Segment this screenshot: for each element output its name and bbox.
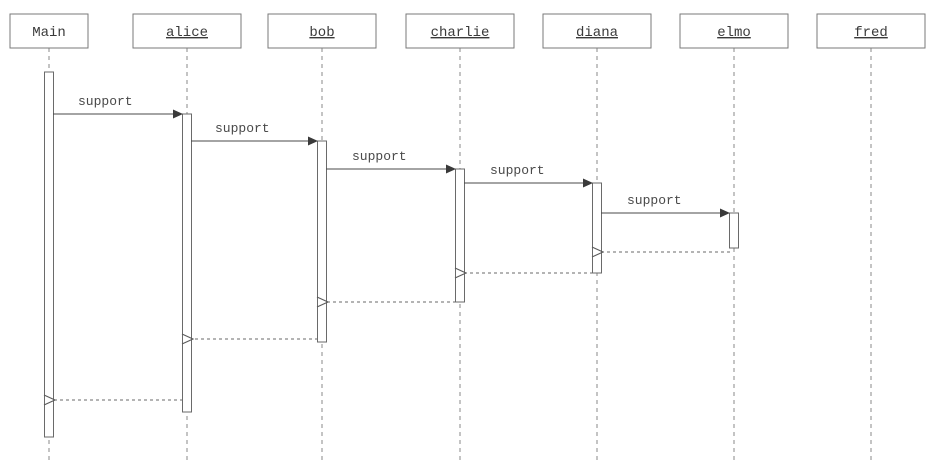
message-label-m4: support <box>490 163 545 178</box>
message-m4-charlie-to-diana[interactable] <box>464 178 593 188</box>
participant-box-alice[interactable] <box>132 13 242 49</box>
message-r5-alice-to-main[interactable] <box>43 394 183 406</box>
participant-charlie[interactable]: charlie <box>405 13 515 49</box>
participant-main[interactable]: Main <box>9 13 89 49</box>
participant-box-main[interactable] <box>9 13 89 49</box>
message-m5-diana-to-elmo[interactable] <box>601 208 730 218</box>
arrowhead-open-r1 <box>591 246 605 258</box>
participant-bob[interactable]: bob <box>267 13 377 49</box>
message-r4-bob-to-alice[interactable] <box>181 333 318 345</box>
participant-label-alice: alice <box>166 25 208 41</box>
message-r3-charlie-to-bob[interactable] <box>316 296 456 308</box>
participant-diana[interactable]: diana <box>542 13 652 49</box>
participant-label-main: Main <box>32 25 66 41</box>
arrowhead-solid-m3 <box>446 164 456 174</box>
arrowhead-solid-m1 <box>173 109 183 119</box>
activation-bar-elmo[interactable] <box>729 212 739 249</box>
arrowhead-solid-m4 <box>583 178 593 188</box>
participant-box-diana[interactable] <box>542 13 652 49</box>
participant-fred[interactable]: fred <box>816 13 926 49</box>
participant-label-elmo: elmo <box>717 25 751 41</box>
participant-box-fred[interactable] <box>816 13 926 49</box>
arrowhead-open-r5 <box>43 394 57 406</box>
participant-label-diana: diana <box>576 25 618 41</box>
activation-bar-diana[interactable] <box>592 182 602 274</box>
participant-elmo[interactable]: elmo <box>679 13 789 49</box>
activation-bars-layer <box>44 71 739 438</box>
activation-bar-charlie[interactable] <box>455 168 465 303</box>
participant-box-elmo[interactable] <box>679 13 789 49</box>
participant-box-bob[interactable] <box>267 13 377 49</box>
message-label-m1: support <box>78 94 133 109</box>
message-label-m2: support <box>215 121 270 136</box>
message-m1-main-to-alice[interactable] <box>53 109 183 119</box>
activation-bar-main[interactable] <box>44 71 54 438</box>
activation-bar-alice[interactable] <box>182 113 192 413</box>
message-m2-alice-to-bob[interactable] <box>191 136 318 146</box>
message-r1-elmo-to-diana[interactable] <box>591 246 730 258</box>
message-label-m5: support <box>627 193 682 208</box>
participant-label-charlie: charlie <box>431 25 490 41</box>
message-r2-diana-to-charlie[interactable] <box>454 267 593 279</box>
participant-alice[interactable]: alice <box>132 13 242 49</box>
participant-box-charlie[interactable] <box>405 13 515 49</box>
participant-label-bob: bob <box>309 25 334 41</box>
activation-bar-bob[interactable] <box>317 140 327 343</box>
message-m3-bob-to-charlie[interactable] <box>326 164 456 174</box>
participant-label-fred: fred <box>854 25 888 41</box>
messages-layer <box>43 109 730 406</box>
arrowhead-open-r3 <box>316 296 330 308</box>
arrowhead-open-r4 <box>181 333 195 345</box>
message-labels-layer: support support support support support <box>78 94 682 208</box>
message-label-m3: support <box>352 149 407 164</box>
participant-boxes-layer: Main alice bob charlie diana elmo fred <box>9 13 926 49</box>
arrowhead-open-r2 <box>454 267 468 279</box>
arrowhead-solid-m5 <box>720 208 730 218</box>
arrowhead-solid-m2 <box>308 136 318 146</box>
